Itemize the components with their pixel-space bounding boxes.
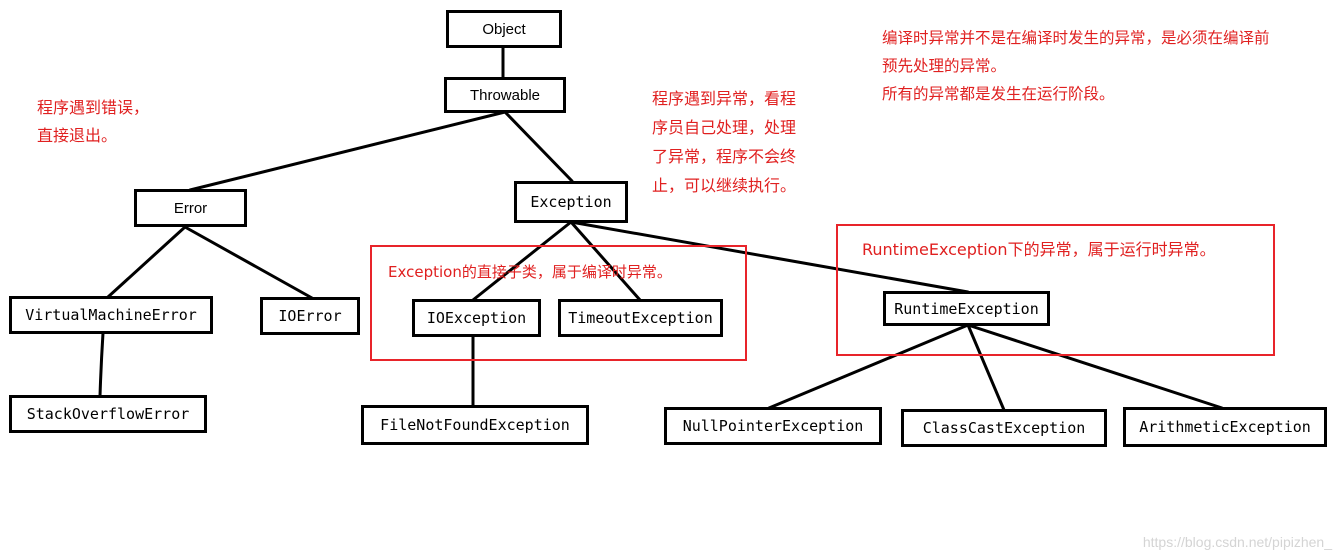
edge-throwable-error xyxy=(188,110,507,192)
node-timeout-exception: TimeoutException xyxy=(558,299,723,337)
node-error: Error xyxy=(134,189,247,227)
edge-error-vme xyxy=(106,225,187,299)
exception-note-line: 程序遇到异常，看程 xyxy=(652,89,797,108)
node-class-cast-exception: ClassCastException xyxy=(901,409,1107,447)
checked-exception-box xyxy=(370,245,747,361)
edge-throwable-exception xyxy=(503,110,574,183)
edge-error-ioerror xyxy=(183,225,314,300)
exception-note-line: 止，可以继续执行。 xyxy=(652,176,797,195)
node-arithmetic-exception: ArithmeticException xyxy=(1123,407,1327,447)
watermark: https://blog.csdn.net/pipizhen_ xyxy=(1142,534,1332,550)
compile-note-line: 预先处理的异常。 xyxy=(882,57,1007,75)
node-runtime-exception: RuntimeException xyxy=(883,291,1050,326)
edge-vme-soe xyxy=(98,331,105,398)
exception-note-line: 了异常，程序不会终 xyxy=(652,147,797,166)
node-io-exception: IOException xyxy=(412,299,541,337)
edge-exception-ioexception xyxy=(471,220,573,302)
error-note-line: 直接退出。 xyxy=(37,126,118,145)
runtime-exception-box xyxy=(836,224,1275,356)
compile-time-note: 编译时异常并不是在编译时发生的异常，是必须在编译前 预先处理的异常。 所有的异常… xyxy=(882,24,1270,108)
edge-runtime-cce xyxy=(966,323,1006,412)
exception-note-line: 序员自己处理，处理 xyxy=(652,118,797,137)
edge-exception-timeout xyxy=(569,220,642,302)
node-object: Object xyxy=(446,10,562,48)
node-stack-overflow-error: StackOverflowError xyxy=(9,395,207,433)
node-virtual-machine-error: VirtualMachineError xyxy=(9,296,213,334)
checked-box-label: Exception的直接子类，属于编译时异常。 xyxy=(388,263,672,281)
error-note-line: 程序遇到错误， xyxy=(37,98,150,117)
node-file-not-found-exception: FileNotFoundException xyxy=(361,405,589,445)
node-exception: Exception xyxy=(514,181,628,223)
edge-runtime-ae xyxy=(966,323,1224,410)
node-io-error: IOError xyxy=(260,297,360,335)
error-note: 程序遇到错误， 直接退出。 xyxy=(37,94,149,150)
edge-runtime-npe xyxy=(767,323,970,410)
node-throwable: Throwable xyxy=(444,77,566,113)
runtime-box-label: RuntimeException下的异常，属于运行时异常。 xyxy=(862,240,1216,259)
compile-note-line: 所有的异常都是发生在运行阶段。 xyxy=(882,85,1115,103)
compile-note-line: 编译时异常并不是在编译时发生的异常，是必须在编译前 xyxy=(882,29,1270,47)
exception-note: 程序遇到异常，看程 序员自己处理，处理 了异常，程序不会终 止，可以继续执行。 xyxy=(652,84,796,200)
edge-exception-runtime xyxy=(569,220,970,294)
node-null-pointer-exception: NullPointerException xyxy=(664,407,882,445)
